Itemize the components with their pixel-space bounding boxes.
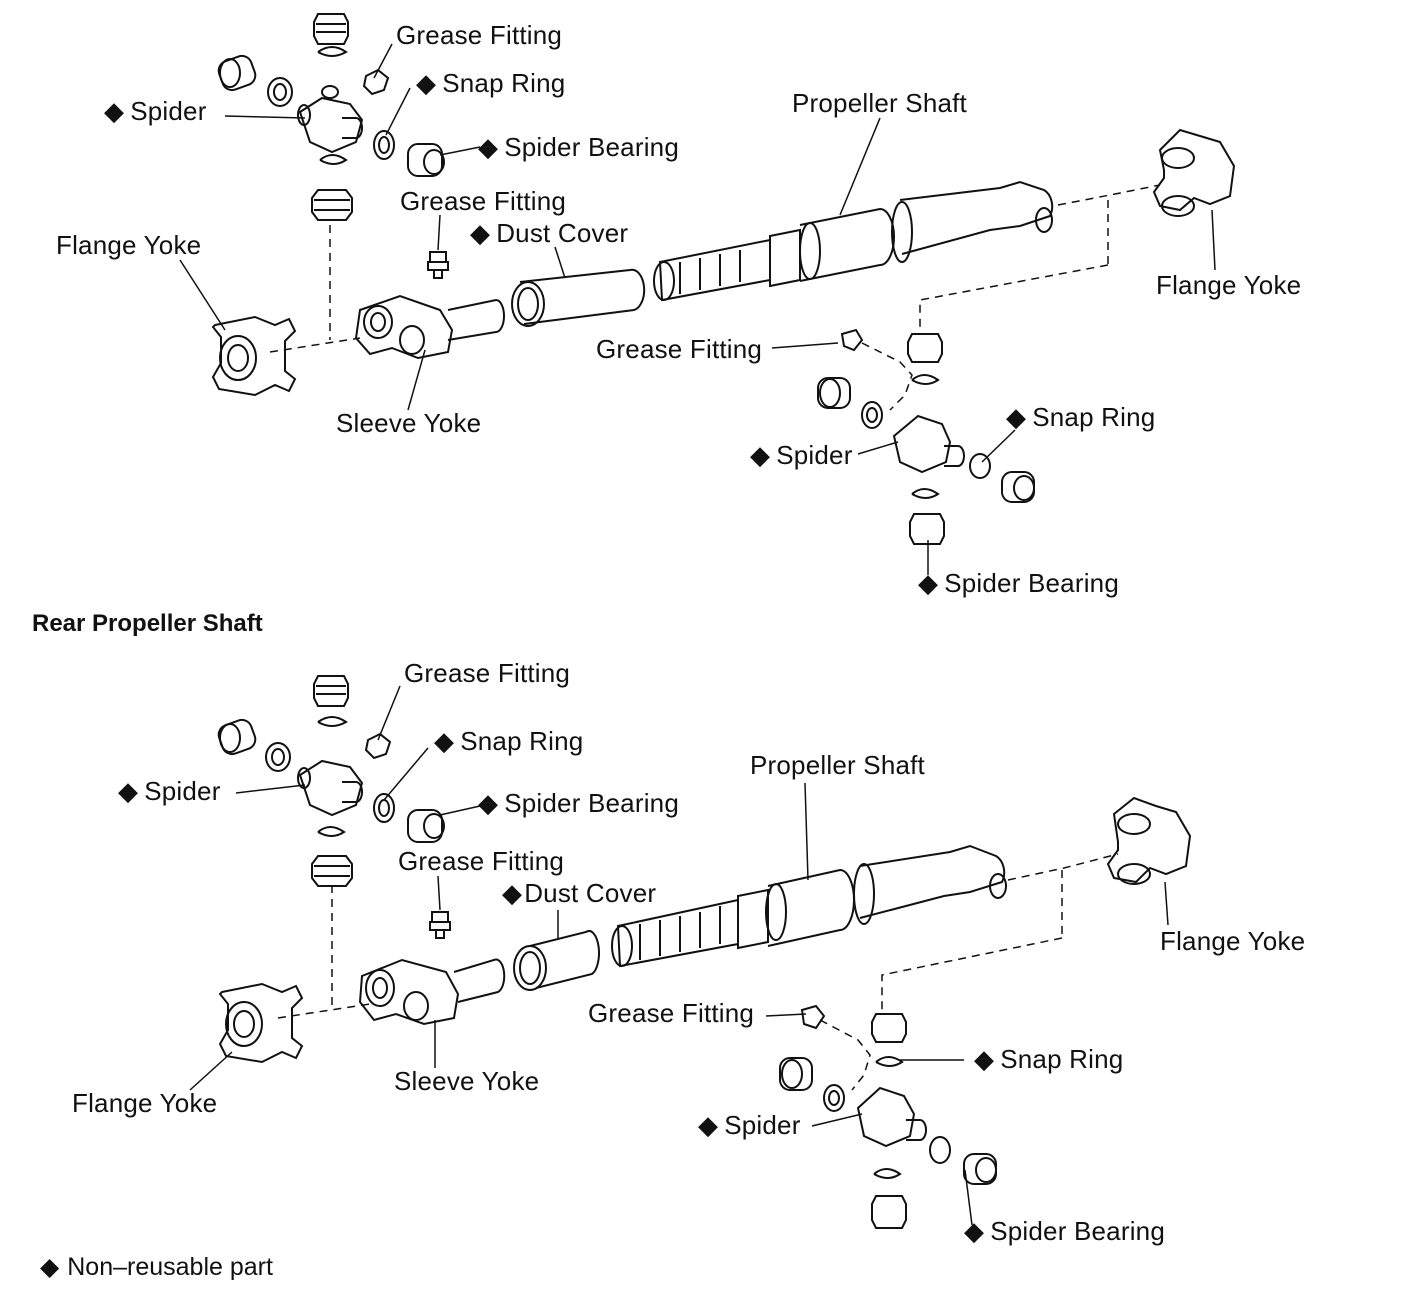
- rear-spider-bearing-top-text: Spider Bearing: [504, 788, 679, 818]
- rear-snap-ring-top-text: Snap Ring: [460, 726, 584, 756]
- front-dust-cover-text: Dust Cover: [496, 218, 629, 248]
- rear-label-flange-yoke-left: Flange Yoke: [72, 1088, 218, 1118]
- section-title-rear-propeller-shaft: Rear Propeller Shaft: [32, 610, 263, 637]
- rear-dust-cover: [513, 930, 600, 991]
- rear-label-snap-ring-right: ◆Snap Ring: [974, 1044, 1123, 1074]
- rear-label-flange-yoke-right: Flange Yoke: [1160, 926, 1306, 956]
- front-propeller-shaft: [653, 180, 1054, 302]
- rear-flange-yoke-right: [1106, 796, 1192, 885]
- rear-label-spider-bearing-top: ◆Spider Bearing: [478, 788, 679, 818]
- rear-leader-lines: [189, 685, 1169, 1226]
- front-spider-bearing-top-text: Spider Bearing: [504, 132, 679, 162]
- front-dust-cover: [511, 268, 646, 327]
- rear-label-spider-left: ◆Spider: [118, 776, 221, 806]
- front-label-flange-yoke-right: Flange Yoke: [1156, 270, 1302, 300]
- rear-spider-group: [217, 675, 445, 887]
- non-reusable-marker: ◆: [698, 1110, 719, 1140]
- front-grease-fitting-mid-part: [427, 251, 449, 279]
- rear-sleeve-yoke: [358, 958, 506, 1026]
- rear-dust-cover-text: Dust Cover: [524, 878, 657, 908]
- front-label-spider-left: ◆Spider: [104, 96, 207, 126]
- front-label-sleeve-yoke: Sleeve Yoke: [336, 408, 482, 438]
- rear-label-grease-fitting-right: Grease Fitting: [588, 998, 755, 1028]
- rear-label-grease-fitting-mid: Grease Fitting: [398, 846, 565, 876]
- non-reusable-marker: ◆: [478, 788, 499, 818]
- rear-snap-ring-right-text: Snap Ring: [1000, 1044, 1124, 1074]
- rear-label-snap-ring-top: ◆Snap Ring: [434, 726, 583, 756]
- non-reusable-marker: ◆: [1006, 402, 1027, 432]
- non-reusable-marker: ◆: [104, 96, 125, 126]
- non-reusable-marker: ◆: [964, 1216, 985, 1246]
- front-spider-bearing-right-text: Spider Bearing: [944, 568, 1119, 598]
- rear-label-propeller-shaft: Propeller Shaft: [750, 750, 925, 780]
- front-label-snap-ring-right: ◆Snap Ring: [1006, 402, 1155, 432]
- non-reusable-marker: ◆: [40, 1253, 60, 1281]
- front-label-spider-bearing-top: ◆Spider Bearing: [478, 132, 679, 162]
- front-label-flange-yoke-left: Flange Yoke: [56, 230, 202, 260]
- front-sleeve-yoke: [354, 294, 505, 360]
- front-label-spider-bearing-right: ◆Spider Bearing: [918, 568, 1119, 598]
- non-reusable-marker: ◆: [416, 68, 437, 98]
- front-leader-lines: [179, 43, 1216, 575]
- non-reusable-marker: ◆: [502, 878, 523, 908]
- non-reusable-marker: ◆: [118, 776, 139, 806]
- front-label-grease-fitting-right: Grease Fitting: [596, 334, 763, 364]
- non-reusable-marker: ◆: [434, 726, 455, 756]
- non-reusable-marker: ◆: [974, 1044, 995, 1074]
- front-label-grease-fitting-mid: Grease Fitting: [400, 186, 567, 216]
- front-snap-ring-right-text: Snap Ring: [1032, 402, 1156, 432]
- rear-assembly: [189, 675, 1192, 1229]
- rear-spider-group-right: [779, 1004, 997, 1229]
- legend-non-reusable-part: ◆Non–reusable part: [40, 1252, 273, 1282]
- rear-spider-bearing-right-text: Spider Bearing: [990, 1216, 1165, 1246]
- front-flange-yoke-right: [1152, 128, 1236, 217]
- rear-label-dust-cover: ◆Dust Cover: [502, 878, 656, 908]
- rear-flange-yoke-left: [218, 982, 304, 1064]
- front-label-dust-cover: ◆Dust Cover: [470, 218, 628, 248]
- front-label-grease-fitting-top: Grease Fitting: [396, 20, 563, 50]
- front-spider-left-text: Spider: [130, 96, 207, 126]
- front-label-propeller-shaft: Propeller Shaft: [792, 88, 967, 118]
- non-reusable-marker: ◆: [750, 440, 771, 470]
- front-spider-right-text: Spider: [776, 440, 853, 470]
- front-spider-group: [217, 13, 445, 221]
- rear-label-grease-fitting-top: Grease Fitting: [404, 658, 571, 688]
- rear-spider-right-text: Spider: [724, 1110, 801, 1140]
- rear-propeller-shaft: [611, 844, 1007, 968]
- front-flange-yoke-left: [211, 315, 297, 397]
- rear-label-spider-bearing-right: ◆Spider Bearing: [964, 1216, 1165, 1246]
- rear-centerlines: [277, 853, 1119, 1091]
- rear-label-spider-right: ◆Spider: [698, 1110, 801, 1140]
- rear-label-sleeve-yoke: Sleeve Yoke: [394, 1066, 540, 1096]
- front-label-snap-ring-top: ◆Snap Ring: [416, 68, 565, 98]
- rear-spider-left-text: Spider: [144, 776, 221, 806]
- non-reusable-marker: ◆: [470, 218, 491, 248]
- non-reusable-marker: ◆: [478, 132, 499, 162]
- front-label-spider-right: ◆Spider: [750, 440, 853, 470]
- front-spider-group-right: [817, 328, 1035, 545]
- legend-text: Non–reusable part: [67, 1253, 273, 1281]
- front-snap-ring-top-text: Snap Ring: [442, 68, 566, 98]
- non-reusable-marker: ◆: [918, 568, 939, 598]
- front-assembly: [179, 13, 1236, 575]
- rear-grease-fitting-mid-part: [429, 911, 451, 939]
